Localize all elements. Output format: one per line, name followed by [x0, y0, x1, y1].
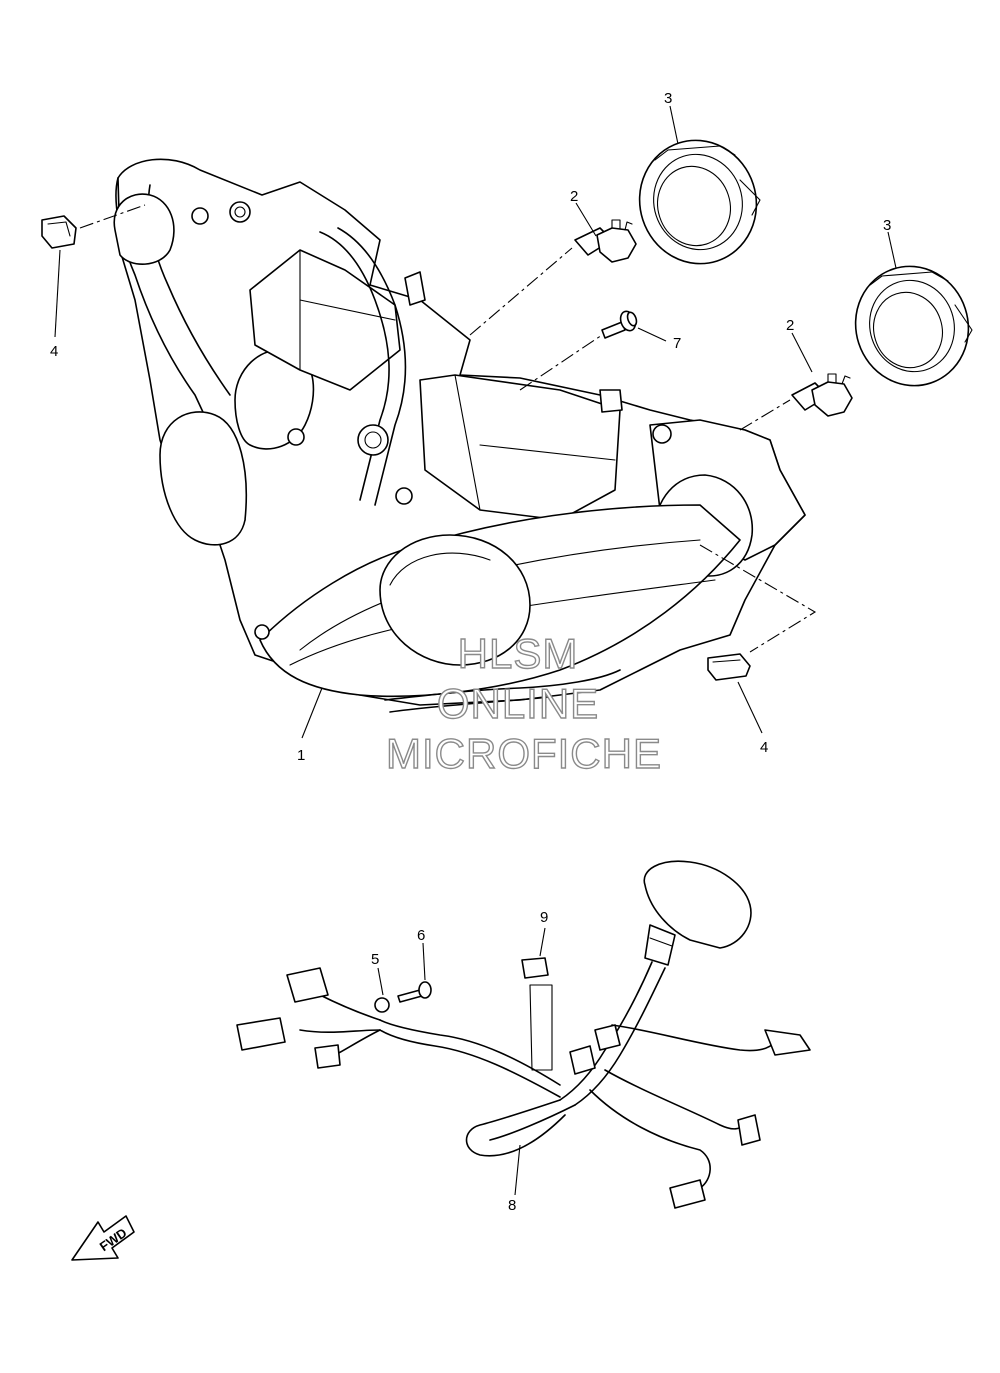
leader-2-right: [791, 332, 813, 373]
callout-7: 7: [673, 335, 681, 352]
callout-5: 5: [371, 951, 379, 968]
clip-right: [707, 653, 751, 681]
callout-3-left: 3: [664, 90, 672, 107]
leader-3-right: [887, 231, 897, 269]
fwd-arrow-icon: FWD: [71, 1215, 135, 1261]
centerline-left-clip: [79, 204, 146, 229]
callout-8: 8: [508, 1197, 516, 1214]
callout-3-right: 3: [883, 217, 891, 234]
bulb-left: [574, 219, 637, 263]
watermark-line-2: ONLINE: [437, 680, 599, 727]
leader-2-left: [575, 202, 597, 237]
wire-harness: [236, 860, 811, 1209]
callout-4-right: 4: [760, 739, 768, 756]
leader-1: [301, 687, 323, 739]
socket-cover-right: [854, 265, 973, 387]
leader-4-left: [54, 249, 61, 338]
leader-7: [637, 327, 667, 342]
leader-4-right: [737, 681, 763, 734]
socket-cover-left: [638, 139, 761, 265]
callout-4-left: 4: [50, 343, 58, 360]
callout-2-right: 2: [786, 317, 794, 334]
callout-2-left: 2: [570, 188, 578, 205]
callout-9: 9: [540, 909, 548, 926]
clip-left: [41, 215, 77, 249]
centerline-right-bulb: [739, 399, 791, 431]
watermark-line-1: HLSM: [458, 630, 579, 677]
watermark: HLSM ONLINE MICROFICHE: [385, 629, 662, 777]
watermark-line-3: MICROFICHE: [386, 730, 662, 777]
leader-6: [422, 942, 426, 981]
centerline-left-bulb: [469, 247, 573, 336]
leader-9: [539, 927, 546, 957]
bulb-right: [791, 373, 853, 417]
callout-1: 1: [297, 747, 305, 764]
centerline-screw: [519, 334, 603, 391]
headlight-assembly: [113, 158, 806, 713]
leader-5: [377, 967, 384, 996]
leader-3-left: [669, 105, 679, 145]
leader-8: [514, 1144, 521, 1196]
centerline-right-clip: [699, 544, 817, 653]
screw-7: [601, 310, 638, 339]
callout-6: 6: [417, 927, 425, 944]
